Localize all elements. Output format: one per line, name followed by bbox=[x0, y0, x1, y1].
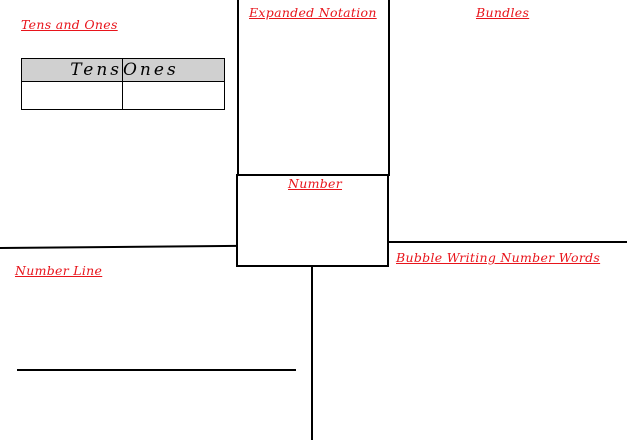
bundles-heading: Bundles bbox=[476, 5, 530, 20]
ones-column-header: Ones bbox=[122, 58, 225, 82]
right-horizontal-divider bbox=[387, 241, 627, 243]
tens-and-ones-heading: Tens and Ones bbox=[21, 17, 118, 32]
number-line-bar bbox=[17, 369, 296, 371]
expanded-notation-heading: Expanded Notation bbox=[249, 5, 377, 20]
table-header-row: Tens Ones bbox=[21, 58, 225, 82]
ones-cell[interactable] bbox=[122, 81, 225, 110]
number-line-heading: Number Line bbox=[15, 263, 103, 278]
left-horizontal-divider bbox=[0, 244, 238, 249]
bubble-writing-heading: Bubble Writing Number Words bbox=[396, 250, 601, 265]
table-row bbox=[21, 81, 225, 110]
bottom-vertical-divider bbox=[311, 265, 313, 440]
tens-cell[interactable] bbox=[21, 81, 123, 110]
number-box bbox=[236, 174, 389, 267]
tens-column-header: Tens bbox=[21, 58, 123, 82]
expanded-notation-box bbox=[237, 0, 390, 176]
tens-ones-table: Tens Ones bbox=[21, 58, 225, 110]
number-heading: Number bbox=[288, 176, 343, 191]
